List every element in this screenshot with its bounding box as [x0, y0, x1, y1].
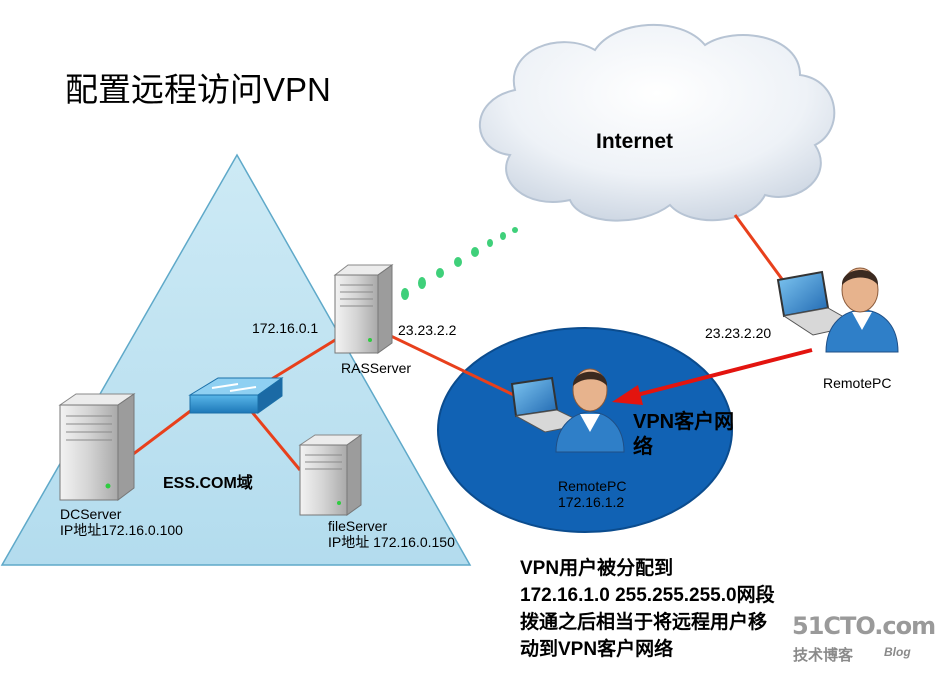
rasserver-external-ip: 23.23.2.2	[398, 322, 457, 338]
watermark-blog: Blog	[884, 645, 911, 659]
switch-icon	[188, 377, 284, 414]
remotepc-label: RemotePC	[823, 375, 892, 391]
rasserver-label: RASServer	[341, 360, 412, 376]
note-line: 172.16.1.0 255.255.255.0网段	[520, 585, 775, 606]
fileserver-ip: IP地址 172.16.0.150	[328, 534, 455, 550]
vpn-client-ip: 172.16.1.2	[558, 494, 625, 510]
watermark-site: 51CTO.com	[792, 612, 935, 640]
remotepc-ip: 23.23.2.20	[705, 325, 772, 341]
rasserver-internal-ip: 172.16.0.1	[252, 320, 319, 336]
dcserver-label: DCServer	[60, 506, 122, 522]
note-line: 动到VPN客户网络	[520, 639, 674, 660]
vpn-tunnel-dots	[401, 227, 518, 300]
page-title: 配置远程访问VPN	[65, 71, 331, 108]
domain-label: ESS.COM域	[163, 475, 253, 492]
dcserver-ip: IP地址172.16.0.100	[60, 522, 183, 538]
internet-label: Internet	[596, 130, 674, 153]
move-arrow	[612, 348, 813, 405]
explanation-note: VPN用户被分配到 172.16.1.0 255.255.255.0网段 拨通之…	[520, 555, 775, 663]
internet-cloud	[478, 24, 836, 222]
server-icon-fileserver	[298, 434, 363, 516]
server-icon-rasserver	[333, 264, 394, 354]
note-line: VPN用户被分配到	[520, 558, 674, 579]
server-icon-dcserver	[58, 393, 136, 501]
vpn-client-label: RemotePC	[558, 478, 627, 494]
link-cloud-remotepc	[733, 214, 792, 291]
watermark-sub: 技术博客	[793, 647, 854, 664]
note-line: 拨通之后相当于将远程用户移	[520, 612, 768, 633]
fileserver-label: fileServer	[328, 518, 388, 534]
vpn-network-label: VPN客户网络	[633, 411, 735, 458]
link-switch-fileserver	[250, 411, 302, 471]
link-switch-rasserver	[261, 335, 341, 387]
vpn-client-user-icon	[555, 368, 625, 453]
link-rasserver-vpnclient	[367, 323, 521, 400]
remote-user-icon	[825, 267, 899, 353]
